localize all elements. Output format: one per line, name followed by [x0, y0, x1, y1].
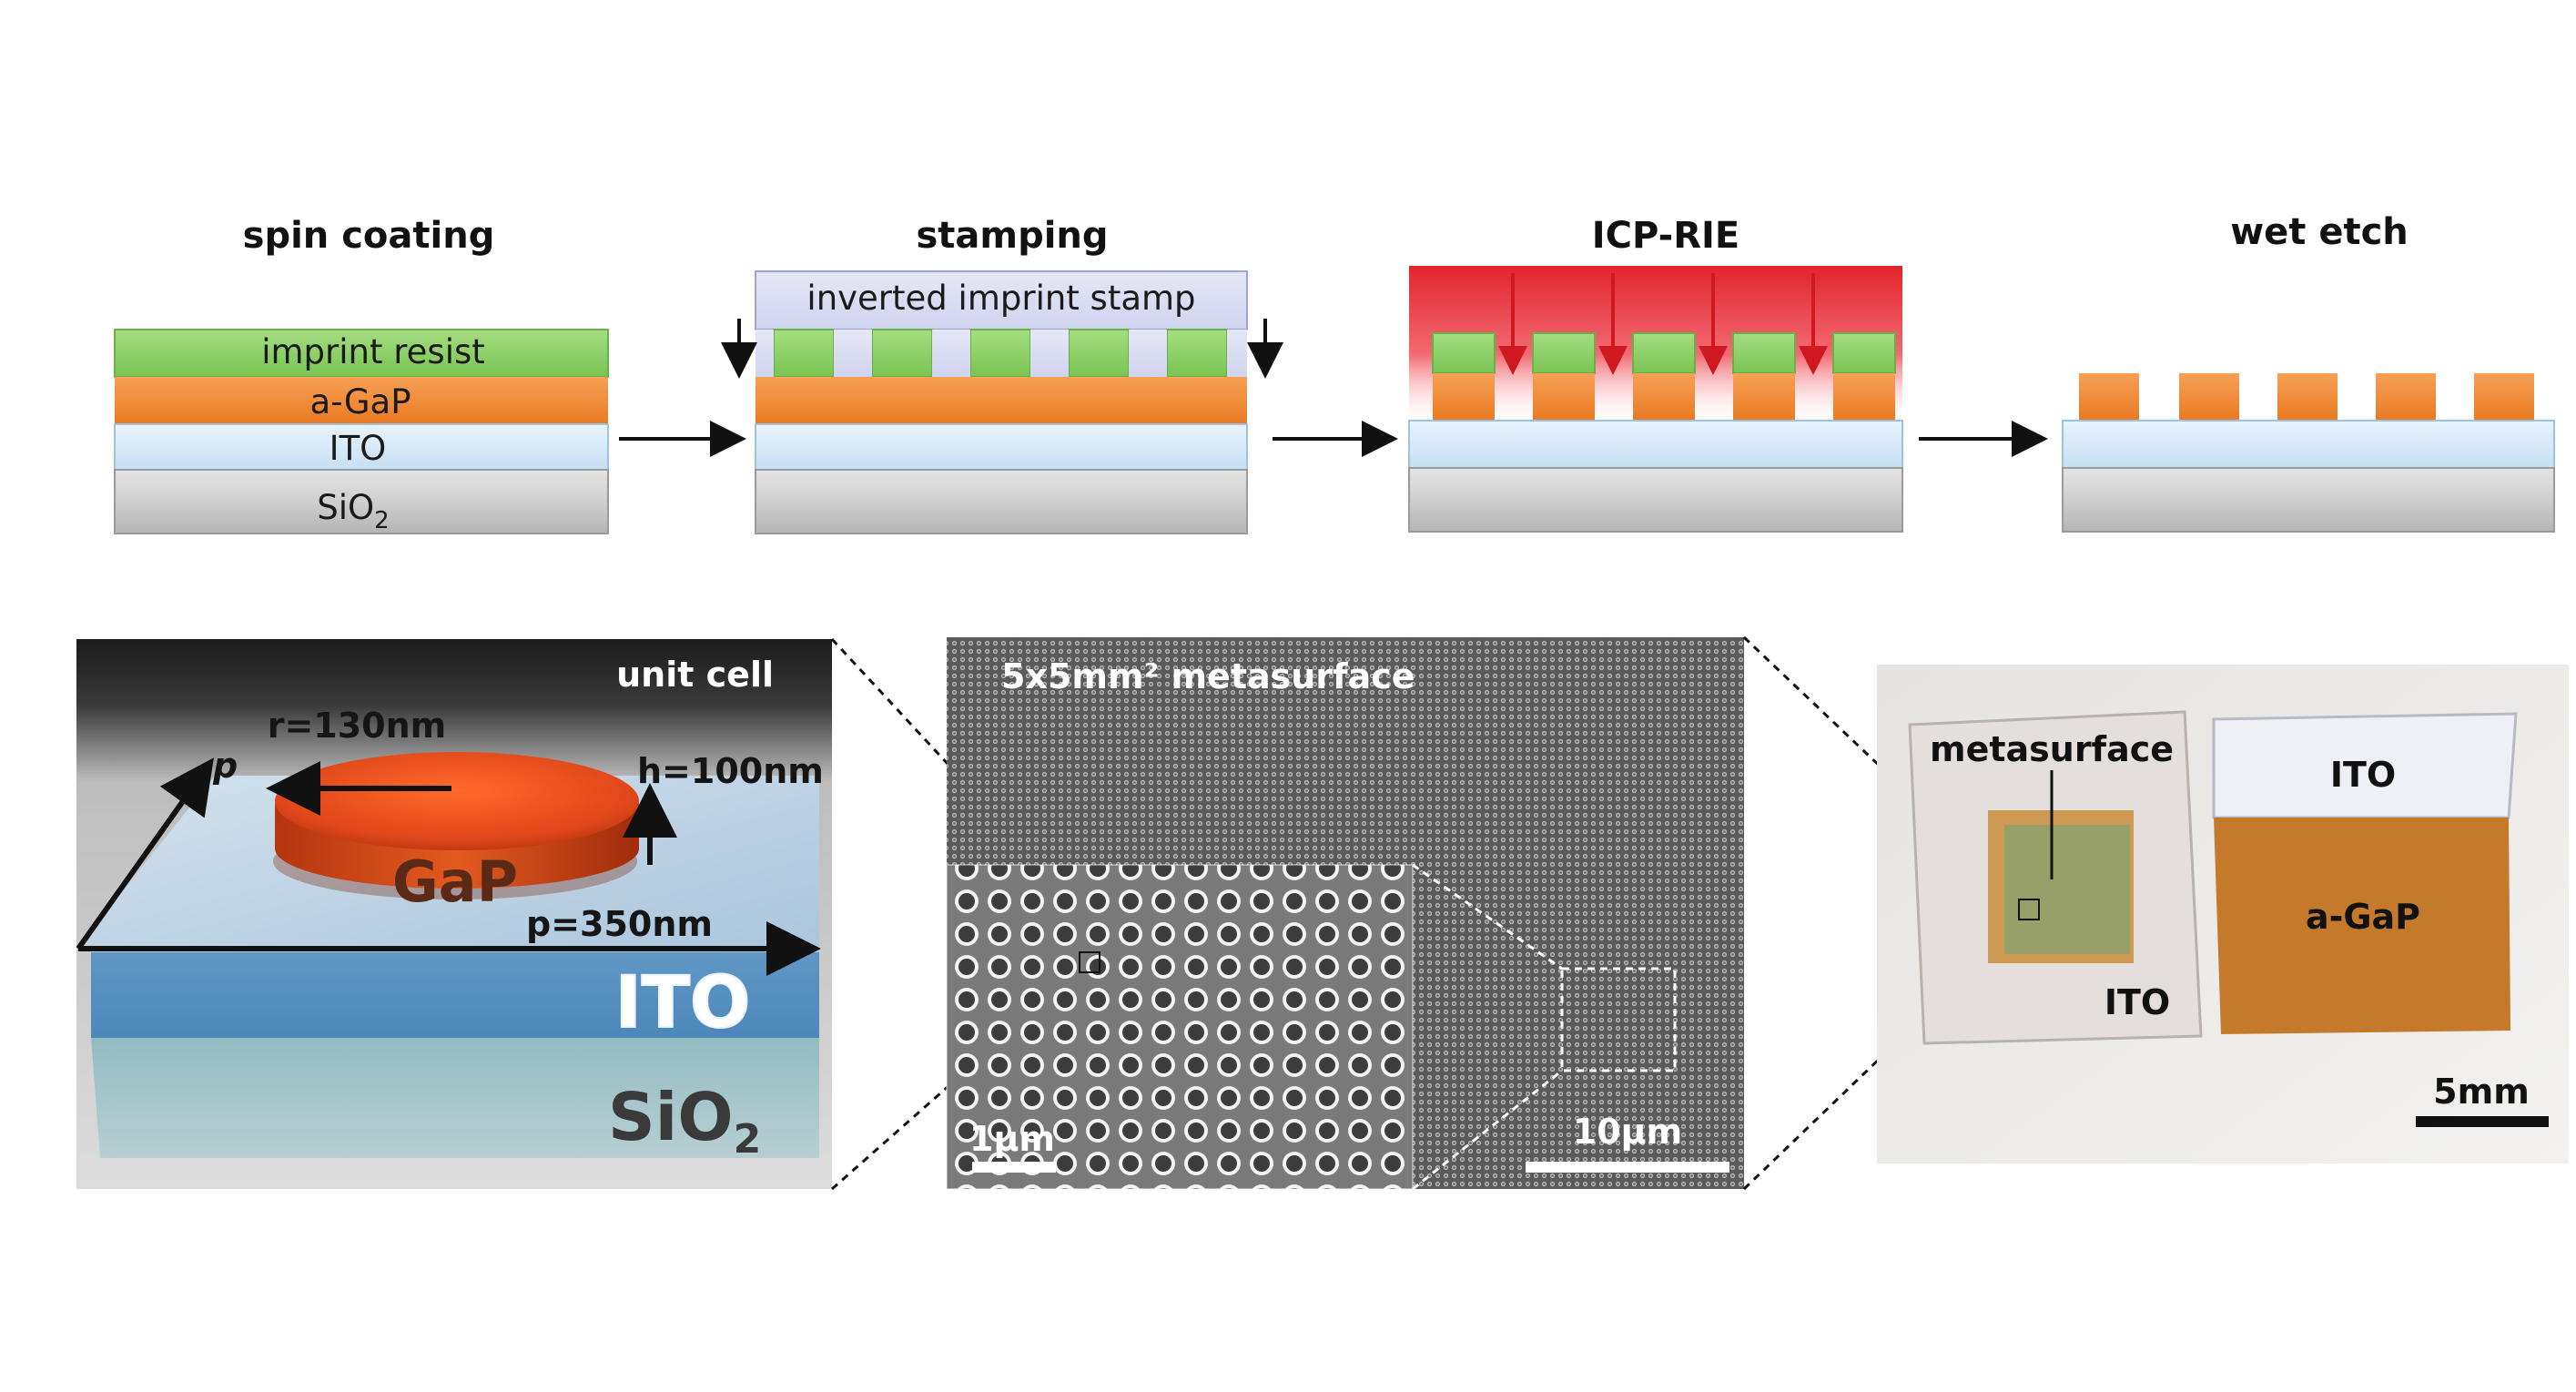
label-radius: r=130nm — [268, 706, 447, 746]
label-gap: a-GaP — [309, 382, 411, 422]
step-title-icp-rie: ICP-RIE — [1592, 215, 1739, 257]
gap-disk-top — [275, 752, 639, 850]
stamp-teeth — [756, 329, 1247, 378]
label-height: h=100nm — [637, 751, 824, 791]
sem-zoom-region — [1560, 967, 1677, 1072]
rie-layer-sio2 — [1408, 467, 1903, 533]
step-spin-coating: spin coating imprint resist a-GaP ITO Si… — [114, 215, 609, 534]
label-pitch: p=350nm — [526, 904, 713, 944]
unit-cell-panel: unit cell GaP r=130nm h=100nm p p=350nm … — [76, 639, 832, 1189]
label-pitch-axis: p — [212, 746, 238, 786]
layer-gap — [115, 377, 608, 424]
scale-label-large: 10µm — [1573, 1112, 1682, 1152]
etched-pillars — [1432, 332, 1896, 421]
label-unit-cell-sio2: SiO2 — [608, 1079, 761, 1163]
sem-inset-connector-bottom — [1412, 1069, 1563, 1191]
label-disk-gap: GaP — [392, 848, 518, 915]
layer-ito — [114, 423, 609, 471]
scale-bar-small — [972, 1162, 1056, 1173]
scale-bar-large — [1526, 1162, 1729, 1173]
step-title-wet-etch: wet etch — [2230, 211, 2409, 253]
label-ito-left: ITO — [2104, 982, 2170, 1022]
photo-scale-bar — [2416, 1116, 2549, 1127]
label-imprint-resist: imprint resist — [261, 332, 485, 371]
photo-scale-label: 5mm — [2433, 1072, 2530, 1112]
wet-layer-sio2 — [2062, 467, 2555, 533]
imprint-stamp — [755, 270, 1248, 330]
photo-zoom-marker — [2018, 899, 2040, 920]
etch-arrows — [1498, 273, 1828, 375]
pitch-arrow-y — [76, 757, 214, 950]
unit-cell-title: unit cell — [616, 655, 774, 695]
sem-zoom-inset — [947, 865, 1413, 1189]
unit-cell-ito-block — [91, 952, 819, 1038]
step-wet-etch: wet etch — [2062, 211, 2555, 533]
label-sio2: SiO2 — [317, 488, 389, 534]
sem-panel: 5x5mm² metasurface 1µm 10µm — [946, 637, 1744, 1191]
sem-title: 5x5mm² metasurface — [1001, 656, 1415, 696]
photo-panel: metasurface ITO ITO a-GaP 5mm — [1877, 665, 2569, 1163]
stamp-layer-gap — [756, 377, 1247, 424]
sem-inset-connector-top — [1412, 863, 1563, 970]
layer-sio2 — [114, 469, 609, 534]
step-stamping: stamping inverted imprint stamp — [721, 215, 1283, 534]
label-metasurface: metasurface — [1930, 729, 2174, 769]
label-ito: ITO — [330, 429, 387, 468]
metasurface-area — [2004, 825, 2130, 954]
stamp-layer-sio2 — [755, 469, 1248, 534]
sample-right-agap — [2214, 818, 2510, 1034]
layer-imprint-resist — [114, 329, 609, 378]
zoom-connector-top-left — [830, 637, 950, 767]
label-imprint-stamp: inverted imprint stamp — [806, 279, 1195, 318]
unit-cell-sio2-block — [91, 1038, 819, 1158]
wet-layer-ito — [2062, 420, 2555, 469]
stamp-layer-ito — [755, 423, 1248, 471]
label-agap: a-GaP — [2306, 897, 2420, 937]
step-title-spin-coating: spin coating — [243, 215, 495, 257]
sem-unit-cell-marker — [1079, 951, 1100, 973]
label-ito-right: ITO — [2330, 755, 2396, 795]
scale-label-small: 1µm — [969, 1119, 1055, 1159]
label-unit-cell-ito: ITO — [615, 962, 751, 1044]
rie-layer-ito — [1408, 420, 1903, 469]
final-pillars — [2079, 373, 2534, 421]
step-icp-rie: ICP-RIE — [1408, 215, 1903, 533]
step-title-stamping: stamping — [916, 215, 1108, 257]
